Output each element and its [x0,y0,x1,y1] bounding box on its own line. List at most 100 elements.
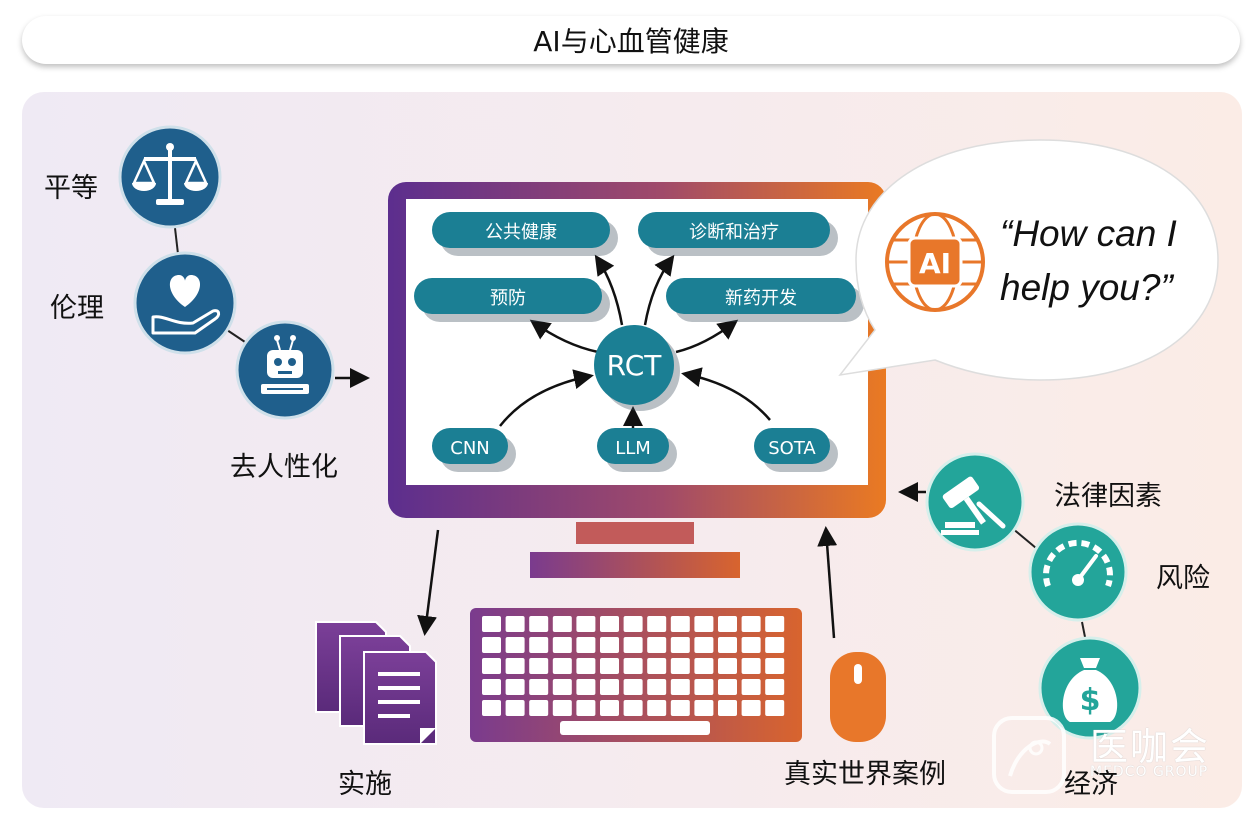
keyboard-key [600,616,619,632]
keyboard-key [694,679,714,695]
label-economy: 经济 [1064,769,1118,800]
keyboard-key [741,700,761,716]
keyboard-key [765,700,785,716]
label-risk: 风险 [1156,563,1210,594]
keyboard-key [505,679,525,695]
label-implementation: 实施 [338,769,392,800]
page-title: AI与心血管健康 [533,25,729,58]
keyboard-key [694,637,714,653]
keyboard-key [552,700,572,716]
label-legal: 法律因素 [1054,481,1162,512]
speech-quote-line1: “How can I [1000,213,1177,254]
keyboard-key [741,658,761,674]
keyboard-key [718,658,737,674]
keyboard-key [600,679,619,695]
keyboard-key [600,637,619,653]
mouse-icon [830,652,886,742]
keyboard-key [670,679,690,695]
keyboard-key [647,679,667,695]
keyboard-key [529,616,549,632]
pill-prevention-label: 预防 [490,288,526,309]
pill-llm: LLM [597,428,677,472]
label-dehumanization: 去人性化 [230,452,338,483]
pill-sota: SOTA [754,428,838,472]
pill-prevention: 预防 [414,278,610,322]
title-bar: AI与心血管健康 [22,16,1240,64]
keyboard-key [576,637,596,653]
keyboard-key [600,700,619,716]
keyboard-key [765,637,785,653]
keyboard-key [623,700,643,716]
money-bag-icon: $ [1038,636,1142,740]
label-real-world-cases: 真实世界案例 [784,759,946,790]
keyboard-key [552,637,572,653]
keyboard-key [482,700,501,716]
keyboard-key [505,700,525,716]
pill-llm-label: LLM [615,438,651,459]
keyboard [470,608,802,742]
keyboard-key [505,637,525,653]
robot-icon [235,320,335,420]
keyboard-key [647,658,667,674]
keyboard-key [765,616,785,632]
keyboard-key [482,616,501,632]
pill-diagnosis: 诊断和治疗 [638,212,838,256]
rct-node: RCT [594,325,680,411]
keyboard-key [718,637,737,653]
watermark-text: 医咖会 [1090,725,1211,769]
pill-drug-dev-label: 新药开发 [725,288,797,309]
keyboard-key [576,658,596,674]
keyboard-key [718,679,737,695]
keyboard-key [694,658,714,674]
arrow-to-documents [417,529,440,636]
keyboard-key [482,679,501,695]
keyboard-key [576,700,596,716]
speech-quote-line2: help you?” [1000,267,1174,308]
keyboard-key [482,637,501,653]
screen-arrows [499,254,771,430]
keyboard-key [694,700,714,716]
watermark-subtext: MEDCO GROUP [1090,764,1209,780]
keyboard-key [718,700,737,716]
keyboard-key [741,616,761,632]
gavel-icon [925,452,1025,552]
svg-text:$: $ [1080,683,1101,718]
keyboard-key [529,700,549,716]
watermark-logo [992,716,1066,794]
keyboard-key [670,616,690,632]
ai-badge-label: AI [919,247,951,280]
keyboard-key [552,679,572,695]
keyboard-key [647,700,667,716]
keyboard-key [505,616,525,632]
pill-public-health: 公共健康 [432,212,618,256]
label-ethics: 伦理 [50,293,104,324]
keyboard-key [741,637,761,653]
keyboard-key [552,616,572,632]
keyboard-spacebar [560,721,710,735]
keyboard-key [623,679,643,695]
keyboard-key [529,637,549,653]
speech-bubble [838,139,1219,381]
keyboard-key [647,616,667,632]
keyboard-key [623,637,643,653]
rct-label: RCT [607,349,663,382]
keyboard-key [670,700,690,716]
keyboard-key [718,616,737,632]
arrow-from-mouse [817,526,838,639]
ai-globe-icon: AI [885,212,985,312]
documents-icon [315,621,437,745]
pill-public-health-label: 公共健康 [485,222,557,243]
keyboard-key [623,658,643,674]
pill-sota-label: SOTA [768,438,816,459]
keyboard-key [552,658,572,674]
keyboard-key [529,658,549,674]
keyboard-key [482,658,501,674]
pill-cnn: CNN [432,428,516,472]
pill-diagnosis-label: 诊断和治疗 [689,222,779,243]
keyboard-key [647,637,667,653]
keyboard-key [623,616,643,632]
keyboard-key [576,616,596,632]
pill-drug-dev: 新药开发 [666,278,864,322]
keyboard-key [670,658,690,674]
